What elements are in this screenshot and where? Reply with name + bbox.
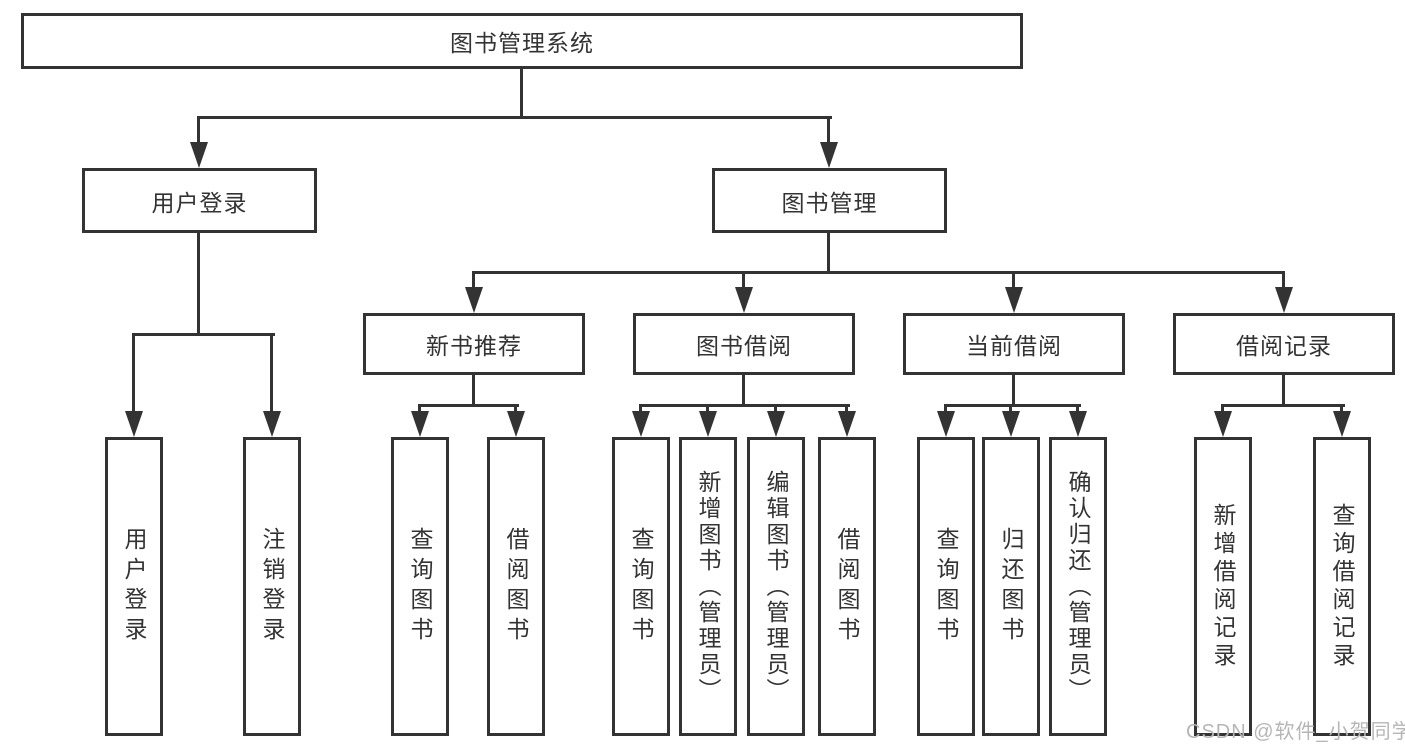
connector-line [197, 116, 200, 146]
connector-line [1009, 404, 1012, 416]
connector-line [1340, 404, 1343, 416]
node-br-add-record: 新增借阅记录 [1194, 437, 1252, 736]
node-bb-borrow-books: 借阅图书 [818, 437, 876, 736]
node-root-label: 图书管理系统 [450, 30, 594, 56]
node-book-mgmt-label: 图书管理 [781, 189, 878, 216]
connector-line [1012, 375, 1015, 407]
node-root: 图书管理系统 [21, 13, 1023, 69]
connector-line [827, 233, 830, 274]
connector-line [944, 404, 1081, 407]
connector-line [132, 333, 275, 336]
node-leaf-logout-label: 注销登录 [259, 526, 285, 647]
node-borrow-records-label: 借阅记录 [1236, 333, 1332, 359]
node-user-login-label: 用户登录 [151, 189, 248, 216]
node-current-borrow: 当前借阅 [903, 313, 1125, 375]
node-book-borrow: 图书借阅 [633, 313, 855, 375]
arrow-head [632, 411, 650, 437]
node-cb-confirm-return: 确认归还（管理员） [1049, 437, 1107, 736]
arrow-head [699, 411, 717, 437]
connector-line [639, 404, 642, 416]
arrow-head [465, 287, 483, 313]
connector-line [270, 333, 273, 415]
node-br-query-record-label: 查询借阅记录 [1329, 502, 1355, 671]
node-bb-edit-books-label: 编辑图书（管理员） [763, 469, 789, 704]
arrow-head [1005, 287, 1023, 313]
connector-line [1282, 375, 1285, 407]
connector-line [1012, 271, 1015, 291]
node-leaf-logout: 注销登录 [243, 437, 301, 736]
node-user-login: 用户登录 [82, 168, 317, 233]
connector-line [1282, 271, 1285, 291]
node-rec-query-books: 查询图书 [391, 437, 449, 736]
connector-line [197, 233, 200, 336]
node-cb-confirm-return-label: 确认归还（管理员） [1065, 469, 1091, 704]
arrow-head [1214, 411, 1232, 437]
arrow-head [507, 411, 525, 437]
node-cb-query-books-label: 查询图书 [933, 526, 959, 647]
connector-line [1221, 404, 1224, 416]
arrow-head [1002, 411, 1020, 437]
node-rec-query-books-label: 查询图书 [407, 526, 433, 647]
node-bb-query-books-label: 查询图书 [628, 526, 654, 647]
arrow-head [735, 287, 753, 313]
node-leaf-user-login: 用户登录 [105, 437, 163, 736]
connector-line [418, 404, 519, 407]
connector-line [197, 116, 832, 119]
connector-line [944, 404, 947, 416]
node-bb-add-books-label: 新增图书（管理员） [695, 469, 721, 704]
arrow-head [411, 411, 429, 437]
arrow-head [1275, 287, 1293, 313]
connector-line [520, 69, 523, 118]
connector-line [132, 333, 135, 415]
connector-line [827, 116, 830, 146]
connector-line [845, 404, 848, 416]
arrow-head [767, 411, 785, 437]
node-book-borrow-label: 图书借阅 [696, 333, 792, 359]
node-cb-return-books: 归还图书 [982, 437, 1040, 736]
node-borrow-records: 借阅记录 [1173, 313, 1395, 375]
connector-line [1076, 404, 1079, 416]
connector-line [1221, 404, 1345, 407]
arrow-head [937, 411, 955, 437]
node-leaf-user-login-label: 用户登录 [121, 526, 147, 647]
arrow-head [838, 411, 856, 437]
arrow-head [263, 411, 281, 437]
node-book-mgmt: 图书管理 [712, 168, 947, 233]
node-new-book-rec: 新书推荐 [363, 313, 585, 375]
arrow-head [1333, 411, 1351, 437]
connector-line [472, 271, 475, 291]
node-bb-query-books: 查询图书 [612, 437, 670, 736]
connector-line [742, 271, 745, 291]
connector-line [472, 271, 1285, 274]
arrow-head [820, 142, 838, 168]
node-cb-query-books: 查询图书 [917, 437, 975, 736]
node-rec-borrow-books-label: 借阅图书 [503, 526, 529, 647]
node-cb-return-books-label: 归还图书 [998, 526, 1024, 647]
connector-line [472, 375, 475, 407]
arrow-head [125, 411, 143, 437]
watermark: CSDN @软件_小贺同学 [1186, 721, 1405, 743]
connector-line [774, 404, 777, 416]
node-new-book-rec-label: 新书推荐 [426, 333, 522, 359]
connector-line [742, 375, 745, 407]
connector-line [514, 404, 517, 416]
node-bb-add-books: 新增图书（管理员） [679, 437, 737, 736]
node-bb-edit-books: 编辑图书（管理员） [747, 437, 805, 736]
node-br-add-record-label: 新增借阅记录 [1210, 502, 1236, 671]
node-br-query-record: 查询借阅记录 [1313, 437, 1371, 736]
arrow-head [190, 142, 208, 168]
arrow-head [1069, 411, 1087, 437]
connector-line [706, 404, 709, 416]
node-current-borrow-label: 当前借阅 [966, 333, 1062, 359]
node-bb-borrow-books-label: 借阅图书 [834, 526, 860, 647]
connector-line [639, 404, 850, 407]
connector-line [418, 404, 421, 416]
node-rec-borrow-books: 借阅图书 [487, 437, 545, 736]
